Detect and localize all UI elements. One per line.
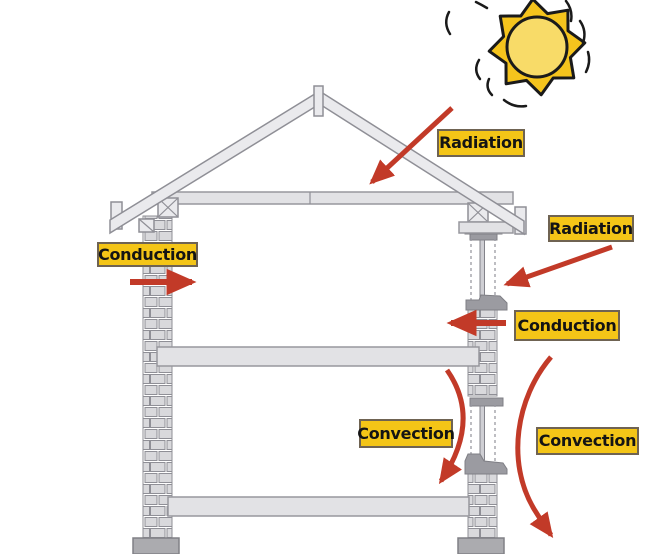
sun-icon (445, 0, 591, 108)
ridge-board (313, 85, 324, 117)
convection-arrow-outer (515, 355, 554, 539)
roof-structure (109, 85, 527, 236)
ceiling-joist (151, 191, 514, 205)
radiation-arrow-roof (369, 106, 454, 185)
first-floor-beam (156, 346, 480, 367)
ground-floor-beam (167, 496, 470, 517)
sun-ray-dashes (445, 0, 591, 108)
left-rafter (109, 90, 319, 235)
left-footing (132, 537, 180, 554)
label-convection-outer: Convection (536, 427, 639, 455)
lower-window (464, 397, 508, 475)
upper-window (464, 227, 508, 311)
convection-arrow-inner (438, 368, 466, 485)
label-convection-inner: Convection (357, 419, 455, 448)
label-radiation-window: Radiation (548, 215, 634, 242)
right-footing (457, 537, 505, 554)
label-radiation-roof: Radiation (437, 129, 525, 157)
right-rafter (320, 90, 525, 236)
label-conduction-right-wall: Conduction (514, 310, 620, 341)
window-lintel (458, 221, 514, 234)
radiation-arrow-window (503, 244, 613, 288)
label-conduction-left-wall: Conduction (97, 242, 198, 267)
